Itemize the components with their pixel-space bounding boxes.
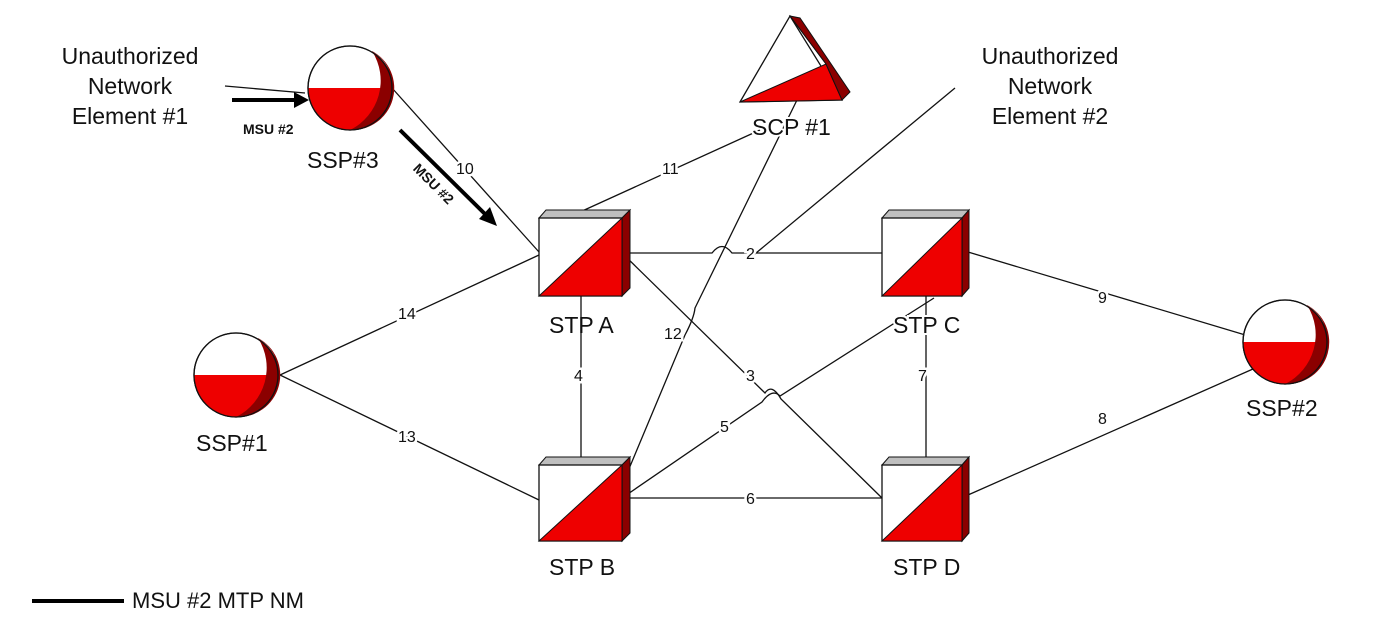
stp-b-node [537,455,632,543]
link-label-14: 14 [398,306,416,323]
unauthorized-2-line-2: Network [1008,73,1093,99]
msu-label-short: MSU #2 [243,121,294,137]
link-12 [599,99,798,539]
msu-label-diagonal: MSU #2 [410,160,457,207]
link-label-13: 13 [398,429,416,446]
link-11 [579,129,761,213]
link-label-12: 12 [664,326,682,343]
unauthorized-element-1: Unauthorized Network Element #1 [62,43,199,129]
stp-b-label: STP B [549,554,615,580]
stp-a-node [537,208,632,298]
ssp-3-node [307,45,395,131]
link-label-9: 9 [1098,290,1107,307]
legend-label: MSU #2 MTP NM [132,588,304,613]
ssp-3-label: SSP#3 [307,147,379,173]
unauthorized-2-line-3: Element #2 [992,103,1108,129]
stp-d-label: STP D [893,554,960,580]
link-3 [621,252,883,499]
link-8 [967,364,1263,496]
link-14 [279,254,540,376]
link-10 [391,87,540,253]
msu-arrow-short-head [294,92,309,108]
link-label-7: 7 [918,368,927,385]
msu-arrow-diagonal [398,128,489,218]
link-unauthorized-1 [224,85,306,94]
stp-d-node [880,455,971,543]
link-label-3: 3 [746,368,755,385]
link-13 [279,374,540,501]
unauthorized-2-line-1: Unauthorized [982,43,1119,69]
scp-1-node [738,14,851,103]
ssp-2-node [1242,299,1330,385]
stp-c-label: STP C [893,312,960,338]
unauthorized-1-line-3: Element #1 [72,103,188,129]
unauthorized-1-line-1: Unauthorized [62,43,199,69]
ssp-1-node [193,332,281,418]
link-5 [621,297,935,499]
links [224,85,1263,539]
stp-a-label: STP A [549,312,614,338]
unauthorized-1-line-2: Network [88,73,173,99]
ssp-2-label: SSP#2 [1246,395,1318,421]
node-labels: SSP#3 SCP #1 STP A STP C SSP#1 SSP#2 STP… [196,112,1318,580]
link-9 [967,251,1263,341]
ssp-1-label: SSP#1 [196,430,268,456]
link-label-10: 10 [456,161,474,178]
link-label-6: 6 [746,491,755,508]
link-label-11: 11 [662,161,679,178]
legend: MSU #2 MTP NM [32,588,304,613]
scp-1-label: SCP #1 [752,114,831,140]
link-unauthorized-2 [749,87,956,259]
msu-arrow-diagonal-head [479,207,497,226]
link-2 [622,245,882,254]
unauthorized-element-2: Unauthorized Network Element #2 [982,43,1119,129]
link-label-2: 2 [746,246,755,263]
link-label-4: 4 [574,368,583,385]
link-label-8: 8 [1098,411,1107,428]
stp-c-node [880,208,971,298]
link-label-5: 5 [720,419,729,436]
link-labels: 10 11 2 14 12 4 3 7 5 13 6 9 8 [396,159,1110,511]
